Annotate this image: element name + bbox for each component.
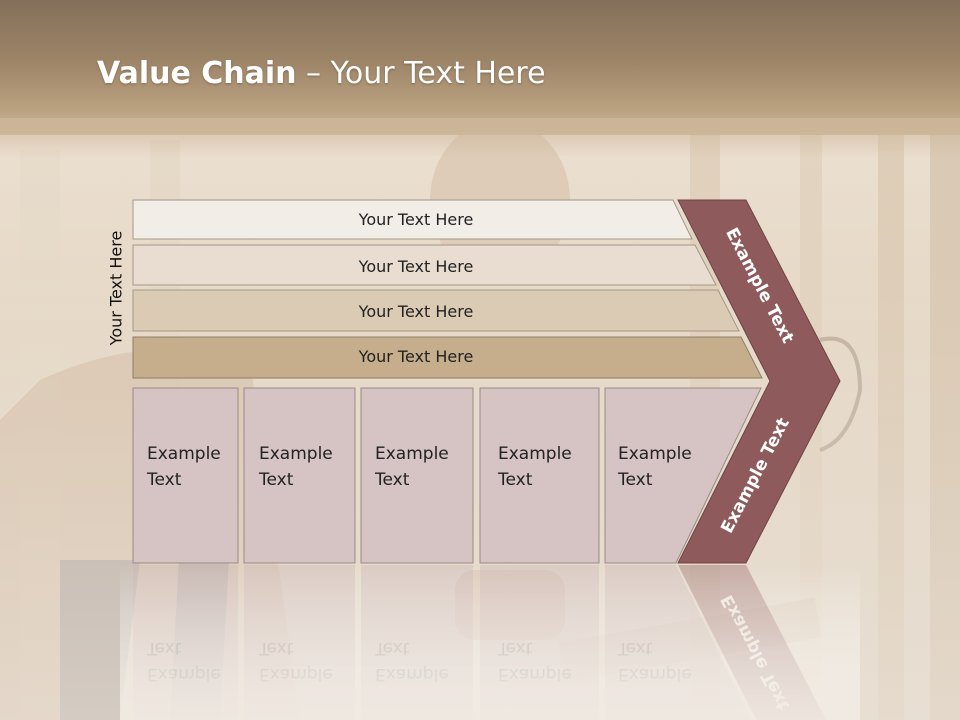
support-row-2[interactable]: Your Text Here bbox=[132, 244, 717, 286]
activity-box-4[interactable]: Example Text bbox=[479, 387, 600, 564]
row-3-shape bbox=[132, 289, 740, 332]
row-2-label: Your Text Here bbox=[358, 257, 474, 276]
row-3-label: Your Text Here bbox=[358, 302, 474, 321]
box-1-shape bbox=[132, 387, 239, 564]
support-row-1[interactable]: Your Text Here bbox=[132, 199, 693, 240]
box-3-line2: Text bbox=[374, 470, 410, 490]
box-5-line1: Example bbox=[618, 444, 692, 464]
primary-boxes: Example Text Example Text Example Text E… bbox=[132, 387, 762, 564]
reflection-fade bbox=[120, 565, 860, 720]
row-2-shape bbox=[132, 244, 717, 286]
header-band bbox=[0, 0, 960, 135]
activity-box-3[interactable]: Example Text bbox=[360, 387, 474, 564]
box-4-line2: Text bbox=[497, 470, 533, 490]
box-5-line2: Text bbox=[617, 470, 653, 490]
support-row-3[interactable]: Your Text Here bbox=[132, 289, 740, 332]
title-rest: – Your Text Here bbox=[296, 56, 546, 91]
row-1-label: Your Text Here bbox=[358, 210, 474, 229]
box-2-shape bbox=[243, 387, 356, 564]
margin-arrow-shape bbox=[677, 199, 841, 564]
box-1-line1: Example bbox=[147, 444, 221, 464]
support-rows: Your Text Here Your Text Here Your Text … bbox=[132, 199, 763, 379]
box-4-line1: Example bbox=[498, 444, 572, 464]
box-4-shape bbox=[479, 387, 600, 564]
slide-title: Value Chain – Your Text Here bbox=[97, 56, 546, 91]
activity-box-1[interactable]: Example Text bbox=[132, 387, 239, 564]
title-bold: Value Chain bbox=[97, 56, 297, 91]
box-1-line2: Text bbox=[146, 470, 182, 490]
box-2-line2: Text bbox=[258, 470, 294, 490]
box-3-line1: Example bbox=[375, 444, 449, 464]
row-4-shape bbox=[132, 336, 763, 379]
row-4-label: Your Text Here bbox=[358, 347, 474, 366]
support-row-4[interactable]: Your Text Here bbox=[132, 336, 763, 379]
header-fade bbox=[0, 118, 960, 158]
box-5-shape bbox=[604, 387, 762, 564]
activity-box-5[interactable]: Example Text bbox=[604, 387, 762, 564]
activity-box-2[interactable]: Example Text bbox=[243, 387, 356, 564]
box-3-shape bbox=[360, 387, 474, 564]
box-2-line1: Example bbox=[259, 444, 333, 464]
row-1-shape bbox=[132, 199, 693, 240]
